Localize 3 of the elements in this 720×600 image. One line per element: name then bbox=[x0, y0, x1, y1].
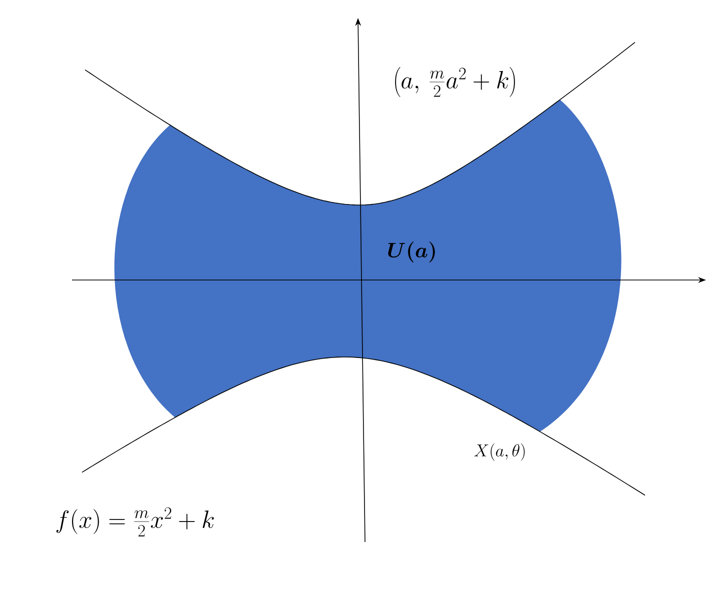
function-label: $f(x)=\frac{m}{2}x^{2}+k$ bbox=[56, 507, 214, 536]
curve-label: $X(a,\theta)$ bbox=[474, 443, 525, 461]
shaded-region: $U(a)$ bbox=[114, 100, 622, 432]
